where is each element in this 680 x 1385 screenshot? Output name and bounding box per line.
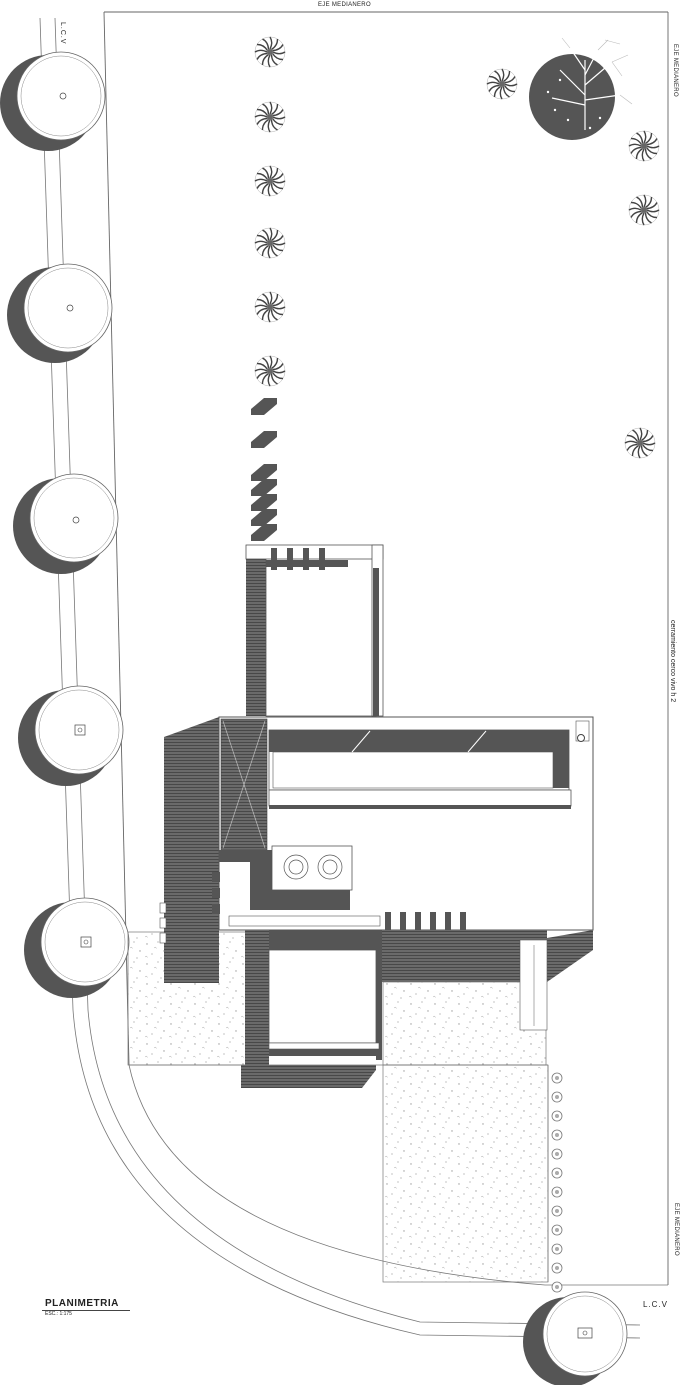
shrub-icon xyxy=(254,101,286,133)
shrub-icon xyxy=(254,355,286,387)
street-tree-icon xyxy=(24,897,130,998)
street-tree-icon xyxy=(523,1291,628,1385)
stepping-slabs xyxy=(251,398,277,541)
shrub-icon xyxy=(254,227,286,259)
street-trees xyxy=(0,51,628,1385)
top-boundary-label: EJE MEDIANERO xyxy=(318,2,371,8)
large-tree-icon xyxy=(529,37,633,140)
title-underline xyxy=(42,1310,130,1311)
hedge-shrubs xyxy=(551,1072,563,1293)
street-tree-icon xyxy=(18,685,124,786)
right-boundary-label-top: EJE MEDIANERO xyxy=(672,44,678,97)
shrub-icon xyxy=(486,68,518,100)
fence-note-label: cerramiento cerco vivo h 2 xyxy=(669,620,676,703)
shrub-icon xyxy=(254,165,286,197)
street-line-label-bottom: L.C.V xyxy=(643,1300,669,1309)
shrub-icon xyxy=(628,130,660,162)
shrubs xyxy=(254,36,660,459)
cooktop-icon xyxy=(283,854,343,880)
shrub-icon xyxy=(254,36,286,68)
building-plan xyxy=(159,544,594,1088)
plan-scale: ESC.: 1:175 xyxy=(45,1311,72,1317)
right-boundary-label-bottom: EJE MEDIANERO xyxy=(673,1203,679,1256)
street-line-label-left: L.C.V xyxy=(59,22,66,45)
site-boundary xyxy=(103,11,669,1285)
street-tree-icon xyxy=(0,51,106,151)
street-tree-icon xyxy=(13,473,119,574)
plan-title: PLANIMETRIA xyxy=(45,1298,119,1309)
street-tree-icon xyxy=(7,263,113,363)
shrub-icon xyxy=(254,291,286,323)
shrub-icon xyxy=(628,194,660,226)
shrub-icon xyxy=(624,427,656,459)
